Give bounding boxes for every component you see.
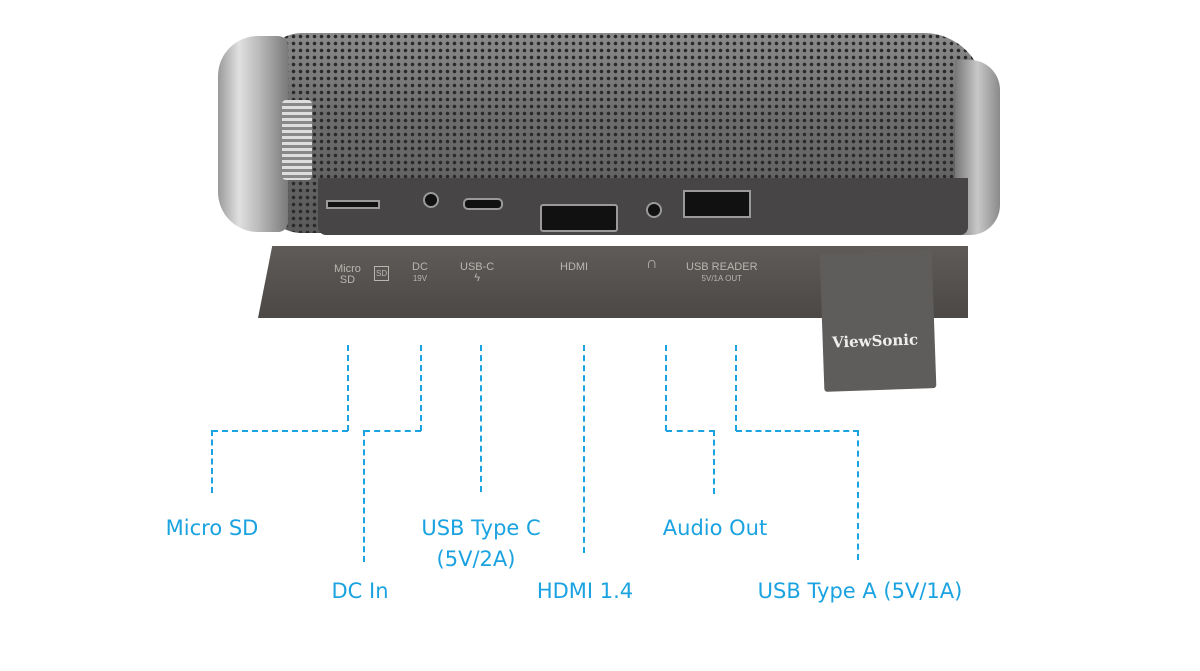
label-usb-type-a: USB Type A (5V/1A) — [757, 579, 963, 603]
usb-reader-spec: 5V/1A OUT — [701, 274, 742, 283]
leader-dc-in — [364, 430, 421, 432]
brand-logo: ViewSonic — [831, 330, 919, 352]
label-hdmi: HDMI 1.4 — [536, 579, 634, 603]
dc-voltage: 19V — [412, 274, 428, 283]
label-micro-sd: Micro SD — [165, 516, 259, 540]
usb-reader-text: USB READER — [686, 261, 758, 273]
lens-end-cap — [218, 36, 288, 232]
lightning-icon: ϟ — [474, 272, 481, 284]
leader-usb-a — [857, 430, 859, 560]
leader-dc-in — [420, 345, 422, 431]
label-dc-in: DC In — [331, 579, 389, 603]
leader-hdmi — [583, 345, 585, 553]
label-audio-out: Audio Out — [662, 516, 768, 540]
label-usb-type-c: USB Type C — [421, 516, 541, 540]
cover-label-hdmi: HDMI — [560, 261, 589, 273]
cover-pull-tab — [819, 250, 937, 392]
leader-audio-out — [666, 430, 715, 432]
micro-sd-slot — [326, 200, 380, 209]
audio-jack — [646, 202, 662, 218]
usb-c-port — [463, 198, 503, 210]
usb-c-text: USB-C — [460, 261, 495, 273]
label-usb-type-c-spec: (5V/2A) — [436, 547, 516, 571]
leader-micro-sd — [212, 430, 348, 432]
leader-audio-out — [665, 345, 667, 431]
leader-micro-sd — [211, 430, 213, 493]
headphones-icon: ∩ — [646, 255, 658, 272]
hdmi-port — [540, 204, 618, 232]
sd-card-icon: SD — [374, 266, 390, 281]
usb-a-port — [683, 190, 751, 218]
leader-dc-in — [363, 430, 365, 562]
focus-wheel — [282, 100, 312, 180]
leader-usb-c — [480, 345, 482, 492]
dc-text: DC — [412, 261, 428, 273]
port-strip — [318, 178, 968, 235]
leader-usb-a — [735, 345, 737, 431]
dc-jack — [423, 192, 439, 208]
cover-label-micro-sd: Micro SD — [334, 263, 361, 286]
leader-audio-out — [713, 430, 715, 494]
leader-usb-a — [736, 430, 859, 432]
leader-micro-sd — [347, 345, 349, 431]
